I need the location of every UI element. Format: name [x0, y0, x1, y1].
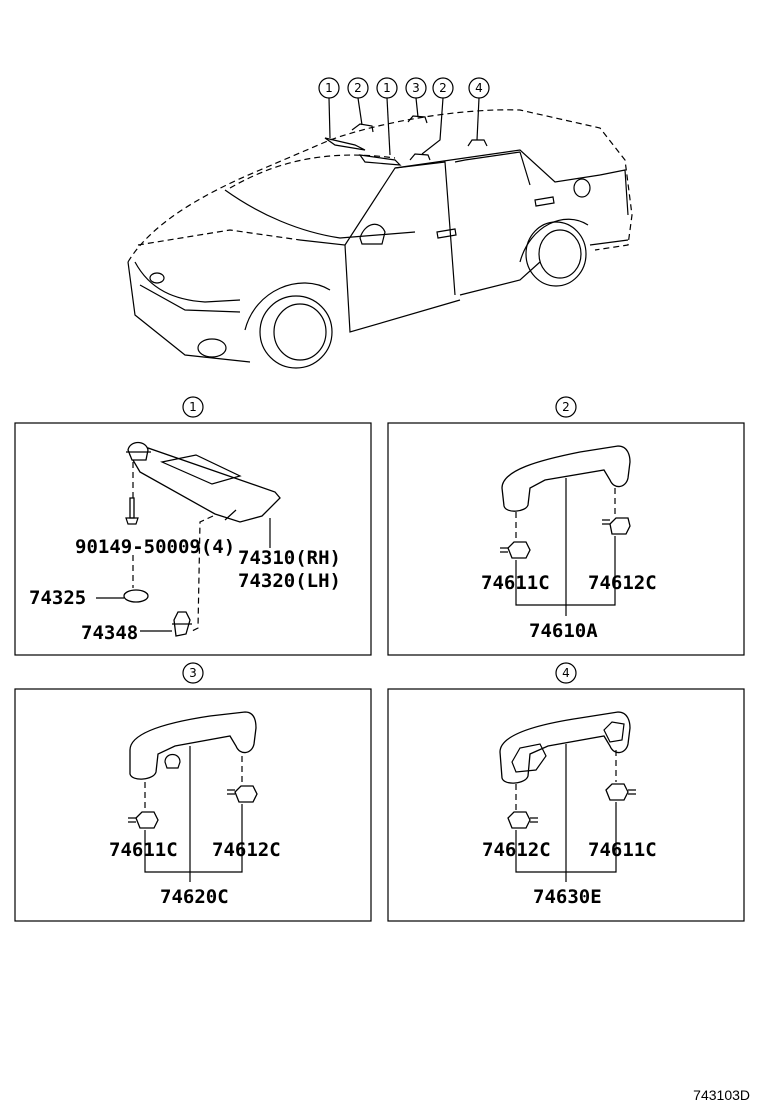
- label-visor-rh: 74310(RH): [238, 547, 341, 569]
- label-right-cap-4: 74611C: [588, 839, 657, 861]
- panel-4-callout: 4: [555, 662, 577, 684]
- car-overview: [127, 97, 633, 369]
- label-assembly-2: 74610A: [529, 620, 598, 642]
- panel-3-callout: 3: [182, 662, 204, 684]
- label-assembly-3: 74620C: [160, 886, 229, 908]
- callout-circle-4: 4: [468, 77, 490, 99]
- label-visor-lh: 74320(LH): [238, 570, 341, 592]
- label-clip: 74348: [81, 622, 138, 644]
- label-assembly-4: 74630E: [533, 886, 602, 908]
- callout-number: 4: [475, 81, 483, 95]
- panel-2-callout: 2: [555, 396, 577, 418]
- label-right-cap-3: 74612C: [212, 839, 281, 861]
- svg-text:4: 4: [562, 666, 570, 680]
- label-left-cap-4: 74612C: [482, 839, 551, 861]
- diagram-id: 743103D: [693, 1087, 750, 1103]
- label-left-cap-3: 74611C: [109, 839, 178, 861]
- sun-visor-illustration: [123, 441, 281, 637]
- callout-circle-2b: 2: [432, 77, 454, 99]
- svg-text:1: 1: [189, 400, 197, 414]
- callout-number: 2: [354, 81, 362, 95]
- callout-circle-1b: 1: [376, 77, 398, 99]
- callout-number: 1: [383, 81, 391, 95]
- callout-circle-1a: 1: [318, 77, 340, 99]
- label-screw: 90149-50009(4): [75, 536, 235, 558]
- label-right-cap-2: 74612C: [588, 572, 657, 594]
- label-left-cap-2: 74611C: [481, 572, 550, 594]
- callout-number: 1: [325, 81, 333, 95]
- assist-grip-illustration-2: [500, 445, 631, 616]
- callout-number: 3: [412, 81, 420, 95]
- svg-text:2: 2: [562, 400, 570, 414]
- callout-circle-3: 3: [405, 77, 427, 99]
- panel-1-callout: 1: [182, 396, 204, 418]
- label-holder: 74325: [29, 587, 86, 609]
- callout-circle-2a: 2: [347, 77, 369, 99]
- assist-grip-illustration-4: [499, 711, 636, 882]
- svg-text:3: 3: [189, 666, 197, 680]
- callout-number: 2: [439, 81, 447, 95]
- assist-grip-illustration-3: [128, 711, 258, 882]
- panel-1-sun-visor: [14, 422, 372, 656]
